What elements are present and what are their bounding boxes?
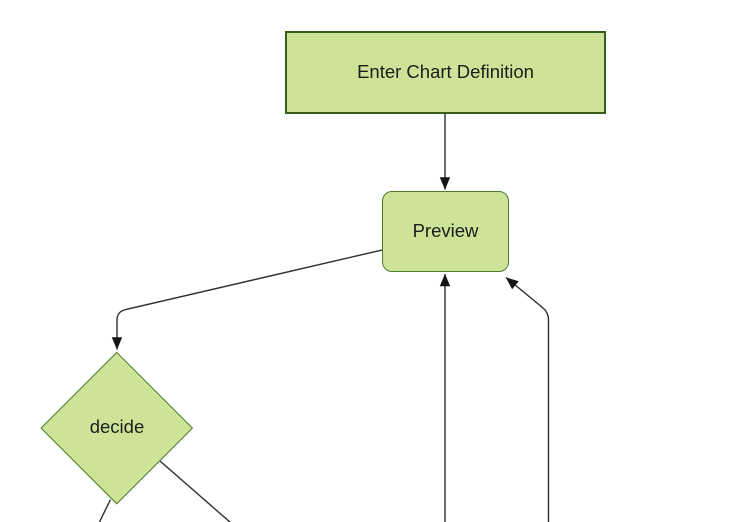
node-decide-label: decide xyxy=(89,416,145,438)
node-decide-label-box: decide xyxy=(41,351,193,504)
edge-decide-offscreen-left xyxy=(98,499,112,522)
edge-preview-to-decide xyxy=(111,249,383,350)
node-enter-chart-definition: Enter Chart Definition xyxy=(285,31,606,114)
node-preview-label: Preview xyxy=(412,220,479,242)
edge-decide-offscreen-right xyxy=(159,460,231,522)
node-preview: Preview xyxy=(382,191,509,272)
edge-offscreen-to-preview-right xyxy=(505,276,550,522)
node-enter-chart-definition-label: Enter Chart Definition xyxy=(357,61,534,83)
